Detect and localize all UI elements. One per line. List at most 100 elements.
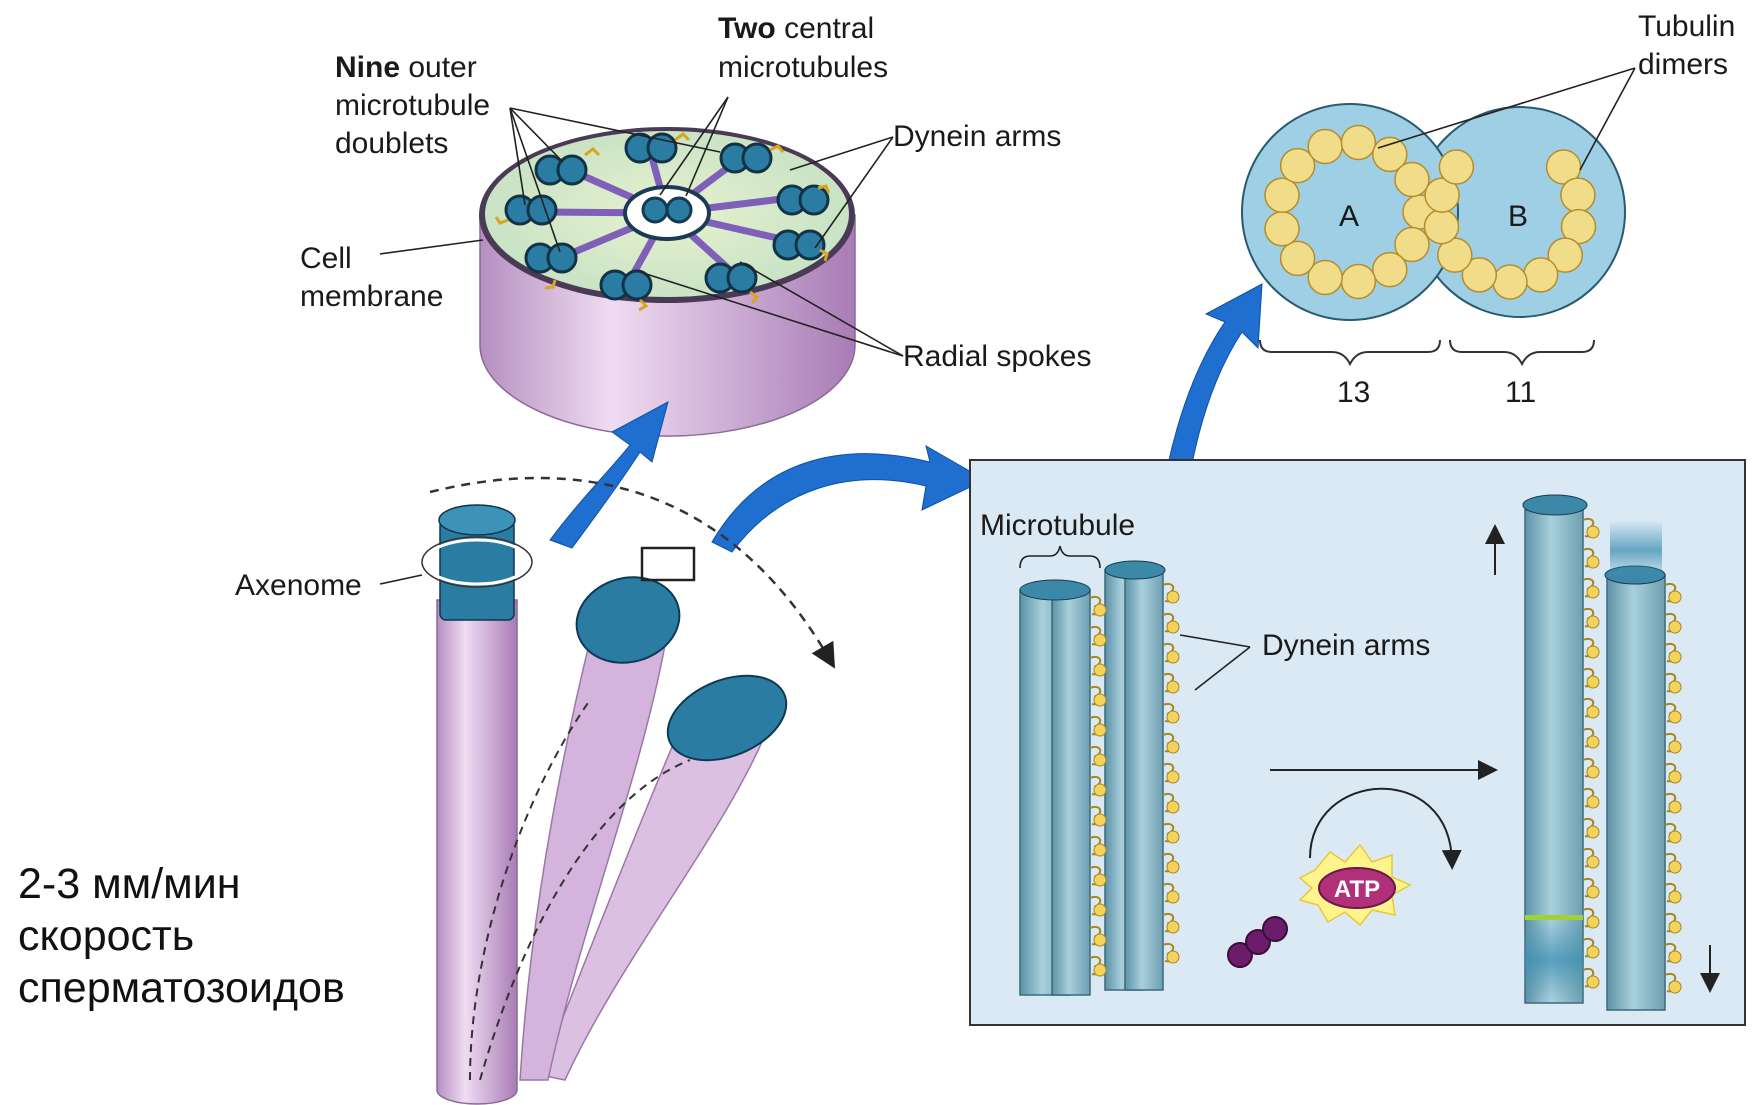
- arrow-to-panel: [712, 446, 985, 552]
- dynein-arm: [1167, 591, 1179, 603]
- dynein-arm: [1587, 526, 1599, 538]
- label-tubule-b: B: [1508, 200, 1528, 233]
- dynein-arm: [1167, 801, 1179, 813]
- dynein-arm: [1167, 771, 1179, 783]
- dynein-arm: [1094, 874, 1106, 886]
- dynein-arm: [1094, 844, 1106, 856]
- label-tubule-a: A: [1339, 200, 1359, 233]
- tubulin-dimer: [1341, 126, 1375, 160]
- dynein-arm: [1094, 964, 1106, 976]
- tubulin-dimer: [1561, 178, 1595, 212]
- label-doublets: doublets: [335, 127, 448, 160]
- dynein-arm: [1669, 981, 1681, 993]
- tubulin-dimer: [1524, 258, 1558, 292]
- dynein-arm: [1167, 681, 1179, 693]
- label-two-central: Two central: [718, 12, 874, 45]
- dynein-arm: [1587, 856, 1599, 868]
- dynein-arm: [1669, 621, 1681, 633]
- slide-shadow-top: [1610, 520, 1662, 580]
- tubulin-dimer: [1281, 241, 1315, 275]
- label-cell: Cell: [300, 242, 352, 275]
- label-microtubule-panel: Microtubule: [980, 509, 1135, 542]
- dynein-arm: [1669, 591, 1681, 603]
- dynein-arm: [1094, 724, 1106, 736]
- label-dynein-arms-top: Dynein arms: [893, 120, 1061, 153]
- dynein-arm: [1094, 784, 1106, 796]
- label-radial-spokes: Radial spokes: [903, 340, 1091, 373]
- dynein-arm: [1094, 664, 1106, 676]
- label-nine-bold: Nine: [335, 51, 400, 84]
- dynein-arm: [1094, 634, 1106, 646]
- dynein-arm: [1669, 921, 1681, 933]
- tubulin-dimer: [1373, 253, 1407, 287]
- dynein-arm: [1094, 694, 1106, 706]
- dynein-arm: [1669, 951, 1681, 963]
- label-nine-outer: Nine outer: [335, 51, 477, 84]
- dynein-arm: [1167, 651, 1179, 663]
- flagellum-bending: [422, 478, 830, 1104]
- dynein-arm: [1167, 741, 1179, 753]
- dynein-arm: [1094, 934, 1106, 946]
- axoneme-bundle: [439, 505, 515, 620]
- label-atp: ATP: [1334, 876, 1380, 903]
- dynein-arm: [1669, 831, 1681, 843]
- dynein-arm: [1587, 916, 1599, 928]
- dynein-arm: [1587, 706, 1599, 718]
- label-dynein-arms-panel: Dynein arms: [1262, 629, 1430, 662]
- label-axenome: Axenome: [235, 569, 362, 602]
- dynein-arm: [1167, 951, 1179, 963]
- zoom-box: [642, 548, 694, 580]
- tubulin-doublet: [1242, 68, 1635, 364]
- dynein-arm: [1167, 711, 1179, 723]
- dynein-arm: [1094, 604, 1106, 616]
- tubulin-dimer: [1341, 265, 1375, 299]
- dynein-arm: [1669, 801, 1681, 813]
- dynein-arm: [1167, 621, 1179, 633]
- dynein-arm: [1167, 891, 1179, 903]
- dynein-arm: [1167, 861, 1179, 873]
- label-dimers: dimers: [1638, 48, 1728, 81]
- label-microtubules: microtubules: [718, 51, 888, 84]
- dynein-arm: [1587, 946, 1599, 958]
- label-count-b: 11: [1505, 376, 1536, 409]
- count-braces: [1260, 340, 1594, 364]
- label-tubulin: Tubulin: [1638, 10, 1735, 43]
- slide-shadow-bottom: [1525, 920, 1583, 1000]
- axoneme-cross-section: [479, 127, 855, 436]
- tubulin-dimer: [1308, 130, 1342, 164]
- dynein-arm: [1669, 861, 1681, 873]
- dynein-arm: [1587, 796, 1599, 808]
- dynein-arm: [1669, 741, 1681, 753]
- label-count-a: 13: [1337, 376, 1370, 409]
- dynein-arm: [1669, 681, 1681, 693]
- label-microtubule: microtubule: [335, 89, 490, 122]
- speed-caption: 2-3 мм/мин скорость сперматозоидов: [18, 858, 345, 1014]
- label-two-bold: Two: [718, 12, 776, 45]
- label-membrane: membrane: [300, 280, 443, 313]
- dynein-arm: [1587, 586, 1599, 598]
- tubulin-dimer: [1439, 150, 1473, 184]
- dynein-arm: [1669, 891, 1681, 903]
- dynein-arm: [1669, 711, 1681, 723]
- dynein-arm: [1094, 814, 1106, 826]
- tubulin-dimer: [1395, 163, 1429, 197]
- label-two-rest: central: [776, 12, 874, 45]
- label-nine-rest: outer: [400, 51, 477, 84]
- flagellum-strand-straight: [437, 600, 517, 1104]
- tubulin-dimer: [1265, 212, 1299, 246]
- sliding-panel: [970, 460, 1745, 1025]
- tubulin-dimer: [1493, 265, 1527, 299]
- tubulin-dimer: [1265, 178, 1299, 212]
- dynein-arm: [1587, 766, 1599, 778]
- dynein-arm: [1587, 976, 1599, 988]
- dynein-arm: [1587, 676, 1599, 688]
- dynein-arm: [1587, 646, 1599, 658]
- caption-line-3: сперматозоидов: [18, 962, 345, 1014]
- dynein-arm: [1167, 921, 1179, 933]
- dynein-arm: [1587, 736, 1599, 748]
- dynein-arm: [1587, 556, 1599, 568]
- dynein-arm: [1167, 831, 1179, 843]
- dynein-arm: [1587, 616, 1599, 628]
- caption-line-2: скорость: [18, 910, 345, 962]
- dynein-arm: [1094, 754, 1106, 766]
